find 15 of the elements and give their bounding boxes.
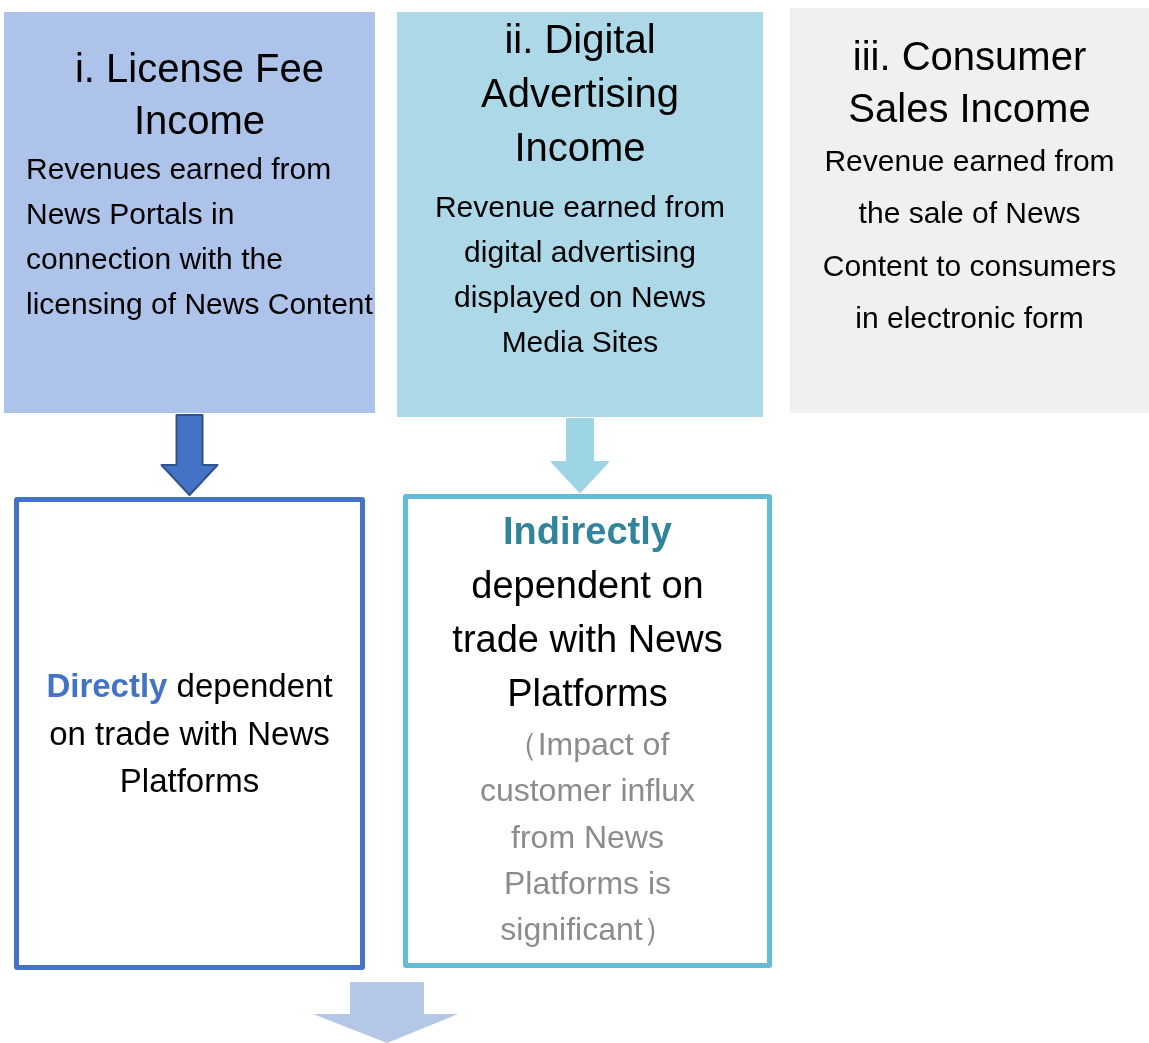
block-arrow xyxy=(551,418,609,493)
outlined-box xyxy=(14,497,365,970)
description: Revenues earned from News Portals in connection with the licensing of News Content xyxy=(26,151,373,322)
category-box xyxy=(4,12,375,413)
outlined-box xyxy=(403,494,772,968)
heading: iii. Consumer Sales Income xyxy=(847,33,1092,133)
description: Revenue earned from the sale of News Content to consumers in electronic form xyxy=(821,142,1118,337)
description: Directly dependent on trade with News Platforms xyxy=(45,665,334,802)
heading: i. License Fee Income xyxy=(74,45,325,144)
description: Revenue earned from digital advertising displayed on News Media Sites xyxy=(433,189,727,360)
category-box xyxy=(397,12,763,417)
heading: ii. Digital Advertising Income xyxy=(480,16,680,171)
block-arrow xyxy=(160,414,219,496)
note: （Impact of customer influx from News Platforms is significant） xyxy=(478,724,697,950)
description: Indirectly dependent on trade with News Platforms xyxy=(451,509,724,716)
